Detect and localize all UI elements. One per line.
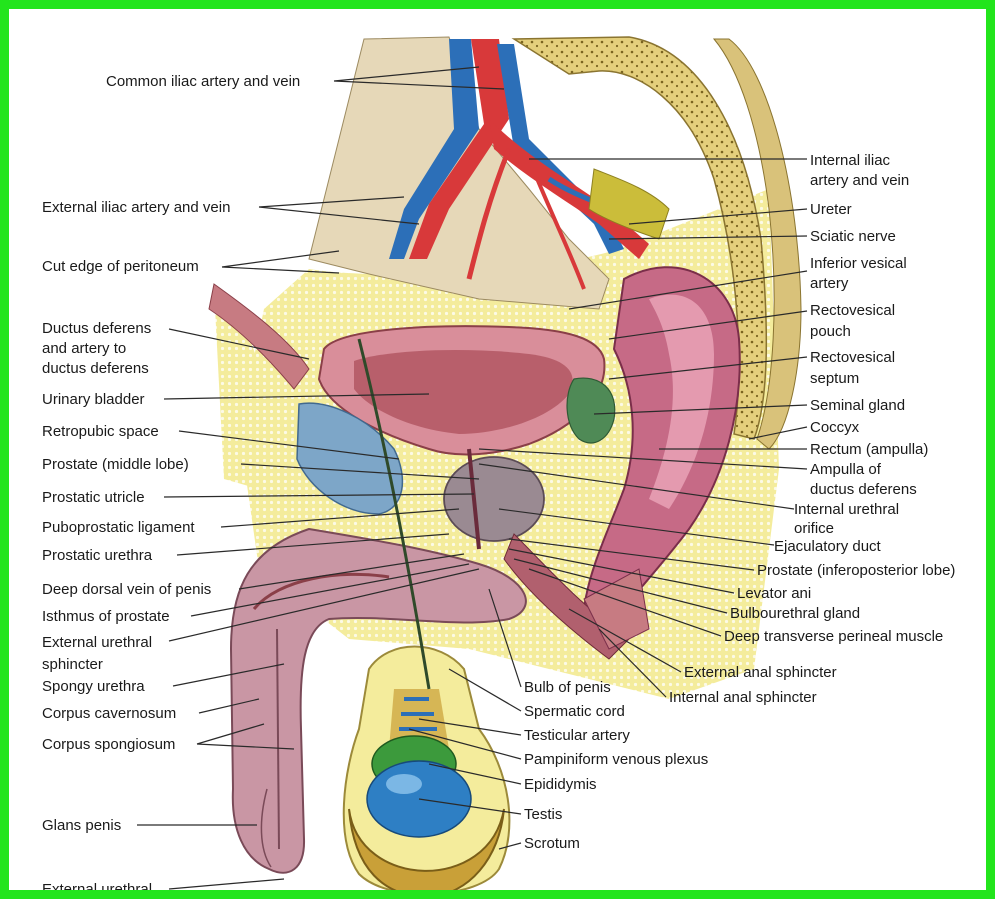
label-internal-iliac-2: artery and vein: [810, 172, 909, 189]
label-inferior-vesical-2: artery: [810, 275, 849, 292]
label-internal-urethral-orifice-2: orifice: [794, 520, 834, 537]
label-internal-iliac-1: Internal iliac: [810, 152, 891, 169]
label-sciatic-nerve: Sciatic nerve: [810, 228, 896, 245]
label-isthmus-prostate: Isthmus of prostate: [42, 608, 170, 625]
label-external-iliac: External iliac artery and vein: [42, 199, 230, 216]
label-bulbourethral-gland: Bulbourethral gland: [730, 605, 860, 622]
label-scrotum: Scrotum: [524, 835, 580, 852]
seminal-gland: [567, 378, 615, 443]
label-internal-anal-sphincter: Internal anal sphincter: [669, 689, 817, 706]
label-corpus-spongiosum: Corpus spongiosum: [42, 736, 175, 753]
label-puboprostatic-ligament: Puboprostatic ligament: [42, 519, 195, 536]
label-retropubic-space: Retropubic space: [42, 423, 159, 440]
label-rectum-ampulla: Rectum (ampulla): [810, 441, 928, 458]
label-rectovesical-septum-2: septum: [810, 370, 859, 387]
label-internal-urethral-orifice-1: Internal urethral: [794, 501, 899, 518]
label-prostate-inferoposterior: Prostate (inferoposterior lobe): [757, 562, 955, 579]
label-corpus-cavernosum: Corpus cavernosum: [42, 705, 176, 722]
label-ext-urethral-sphincter-1: External urethral: [42, 634, 152, 651]
label-prostatic-urethra: Prostatic urethra: [42, 547, 153, 564]
label-testicular-artery: Testicular artery: [524, 727, 630, 744]
label-coccyx: Coccyx: [810, 419, 860, 436]
label-ampulla-ductus-2: ductus deferens: [810, 481, 917, 498]
label-common-iliac: Common iliac artery and vein: [106, 73, 300, 90]
label-testis: Testis: [524, 806, 562, 823]
label-rectovesical-pouch-1: Rectovesical: [810, 302, 895, 319]
label-inferior-vesical-1: Inferior vesical: [810, 255, 907, 272]
label-spermatic-cord: Spermatic cord: [524, 703, 625, 720]
label-ampulla-ductus-1: Ampulla of: [810, 461, 882, 478]
anatomy-diagram: Common iliac artery and vein External il…: [9, 9, 995, 899]
label-deep-dorsal-vein: Deep dorsal vein of penis: [42, 581, 211, 598]
label-ductus-deferens-3: ductus deferens: [42, 360, 149, 377]
label-pampiniform-plexus: Pampiniform venous plexus: [524, 751, 708, 768]
label-levator-ani: Levator ani: [737, 585, 811, 602]
label-prostate-middle-lobe: Prostate (middle lobe): [42, 456, 189, 473]
label-ductus-deferens-2: and artery to: [42, 340, 126, 357]
label-external-anal-sphincter: External anal sphincter: [684, 664, 837, 681]
label-ductus-deferens-1: Ductus deferens: [42, 320, 151, 337]
label-prostatic-utricle: Prostatic utricle: [42, 489, 145, 506]
label-urinary-bladder: Urinary bladder: [42, 391, 145, 408]
label-deep-transverse-perineal: Deep transverse perineal muscle: [724, 628, 943, 645]
label-ureter: Ureter: [810, 201, 852, 218]
label-ext-urethral-sphincter-2: sphincter: [42, 656, 103, 673]
label-cut-edge-peritoneum: Cut edge of peritoneum: [42, 258, 199, 275]
label-rectovesical-septum-1: Rectovesical: [810, 349, 895, 366]
label-epididymis: Epididymis: [524, 776, 597, 793]
label-spongy-urethra: Spongy urethra: [42, 678, 145, 695]
label-seminal-gland: Seminal gland: [810, 397, 905, 414]
label-ejaculatory-duct: Ejaculatory duct: [774, 538, 882, 555]
label-glans-penis: Glans penis: [42, 817, 121, 834]
label-bulb-of-penis: Bulb of penis: [524, 679, 611, 696]
label-external-urethral: External urethral: [42, 881, 152, 898]
label-rectovesical-pouch-2: pouch: [810, 323, 851, 340]
